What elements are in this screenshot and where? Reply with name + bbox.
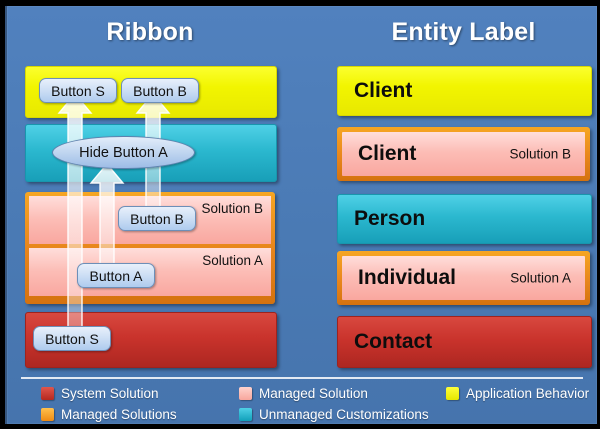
entity-row-client-solution-b: Client Solution B — [337, 127, 590, 181]
legend: System Solution Managed Solution Applica… — [21, 384, 591, 428]
entity-row-person-unmanaged: Person — [337, 194, 592, 244]
legend-swatch-teal — [239, 408, 252, 421]
solution-b-tag: Solution B — [201, 201, 263, 216]
legend-item-managed-solution: Managed Solution — [239, 386, 368, 401]
page-title-entity-label: Entity Label — [391, 18, 536, 46]
legend-swatch-pink — [239, 387, 252, 400]
entity-label-0: Client — [354, 79, 413, 102]
diagram-panel: Ribbon Entity Label Solution B Solution … — [5, 6, 597, 424]
button-b-top[interactable]: Button B — [121, 78, 199, 103]
legend-item-system-solution: System Solution — [41, 386, 159, 401]
legend-item-managed-solutions: Managed Solutions — [41, 407, 177, 422]
button-a-solution-a[interactable]: Button A — [77, 263, 155, 288]
legend-swatch-red — [41, 387, 54, 400]
legend-label-0: System Solution — [61, 386, 159, 401]
legend-swatch-orange — [41, 408, 54, 421]
entity-label-3: Individual — [358, 266, 457, 289]
button-b-solution-b[interactable]: Button B — [118, 206, 196, 231]
entity-tag-3: Solution A — [510, 270, 571, 286]
legend-item-unmanaged-customizations: Unmanaged Customizations — [239, 407, 429, 422]
legend-item-application-behavior: Application Behavior — [446, 386, 589, 401]
legend-label-1: Managed Solution — [259, 386, 368, 401]
legend-swatch-yellow — [446, 387, 459, 400]
entity-tag-1: Solution B — [509, 146, 571, 162]
entity-row-individual-solution-a: Individual Solution A — [337, 251, 590, 305]
entity-label-2: Person — [354, 207, 426, 230]
legend-divider — [21, 377, 583, 379]
button-s-top[interactable]: Button S — [39, 78, 117, 103]
hide-button-a-callout[interactable]: Hide Button A — [52, 136, 195, 169]
page-title-ribbon: Ribbon — [106, 18, 194, 46]
arrow-button-s-promotion — [57, 92, 93, 335]
solution-a-tag: Solution A — [202, 253, 263, 268]
entity-label-4: Contact — [354, 330, 433, 353]
entity-label-1: Client — [358, 142, 417, 165]
legend-label-2: Application Behavior — [466, 386, 590, 401]
entity-row-contact-system-solution: Contact — [337, 316, 592, 368]
legend-label-4: Unmanaged Customizations — [259, 407, 429, 422]
button-s-system-solution[interactable]: Button S — [33, 326, 111, 351]
entity-row-client-application-behavior: Client — [337, 66, 592, 116]
legend-label-3: Managed Solutions — [61, 407, 177, 422]
